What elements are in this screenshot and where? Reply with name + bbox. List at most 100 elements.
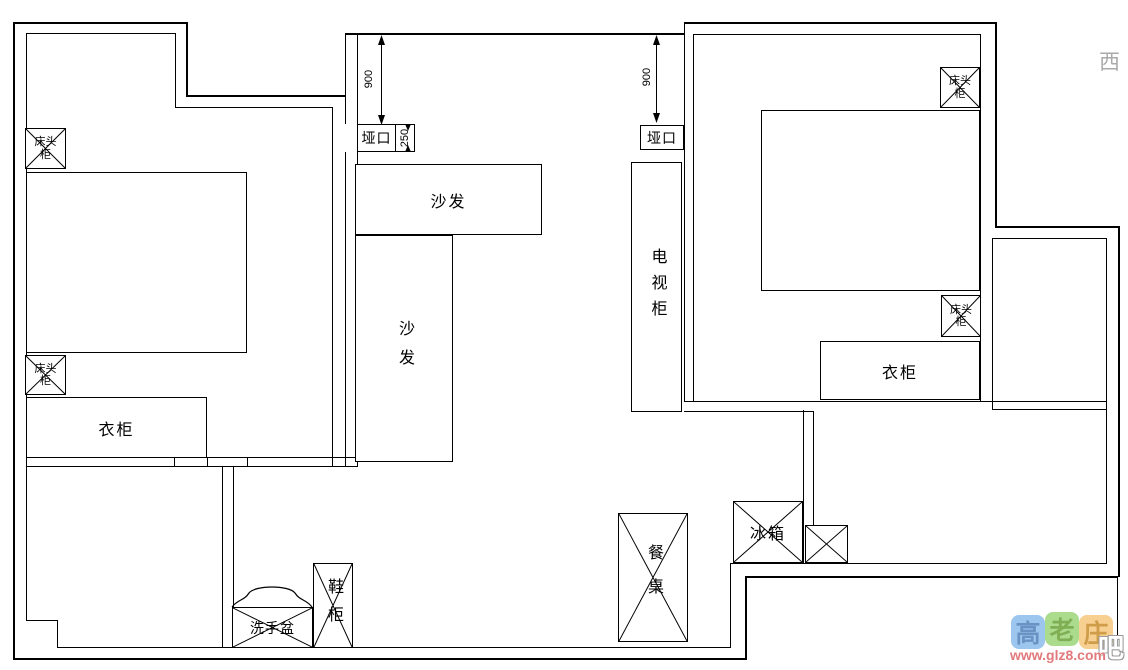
bedside-cabinet-label: 柜: [954, 87, 966, 100]
x-cross-icon: [941, 68, 979, 107]
bedside-cabinet: 床头 柜: [25, 355, 66, 395]
opening-depth-box: [395, 124, 415, 152]
wall-segment: [13, 22, 15, 660]
wall-segment: [345, 33, 346, 124]
site-badge-char: 庄: [1083, 619, 1109, 648]
x-cross-icon: [806, 526, 847, 562]
wardrobe-label: 衣柜: [98, 421, 135, 439]
sofa-vertical: 沙发: [355, 235, 453, 462]
wall-segment: [730, 563, 1106, 564]
tv-cabinet-label: 电视柜: [648, 248, 666, 326]
wall-segment: [684, 22, 685, 402]
wall-segment: [13, 658, 747, 660]
wall-segment: [992, 409, 1106, 410]
shoe-cabinet-label: 鞋柜: [325, 577, 342, 634]
wall-segment: [980, 34, 981, 402]
fridge: 冰箱: [733, 501, 803, 563]
dimension-value: 900: [641, 67, 653, 87]
dimension-value: 900: [363, 69, 375, 89]
opening-label-box: 垭口: [357, 124, 396, 152]
wall-segment: [222, 466, 223, 648]
wall-segment: [992, 238, 993, 410]
wall-segment: [345, 152, 346, 467]
wall-segment: [693, 34, 980, 35]
x-cross-icon: [26, 129, 65, 168]
wall-segment: [345, 33, 685, 35]
wall-segment: [995, 22, 997, 228]
wall-segment: [26, 466, 357, 467]
wall-segment: [745, 576, 1118, 578]
shoe-cabinet: 鞋柜: [313, 563, 353, 648]
fridge-label: 冰箱: [749, 526, 786, 543]
wall-segment: [233, 466, 234, 648]
wardrobe-label: 衣柜: [881, 364, 918, 382]
bed-outline: [26, 172, 247, 353]
wash-basin-bowl-outline: [231, 586, 313, 608]
wall-segment: [995, 226, 1118, 228]
wardrobe: 衣柜: [820, 341, 980, 400]
compass-west-watermark: 西: [1099, 50, 1120, 74]
bedside-cabinet: 床头 柜: [941, 295, 981, 337]
bedside-cabinet-label: 床头: [34, 136, 57, 149]
site-url-watermark: www.glz8.com: [1010, 647, 1106, 663]
bedside-cabinet-label: 柜: [955, 316, 967, 328]
wall-segment: [357, 33, 358, 124]
x-cross-icon: [619, 514, 687, 641]
site-badge-square-green: 老: [1045, 612, 1079, 646]
sofa-horizontal: 沙发: [355, 164, 542, 235]
dining-table: 餐桌: [618, 513, 688, 642]
x-cross-icon: [233, 608, 312, 647]
wall-segment: [186, 95, 346, 97]
site-badge-square-orange: 庄: [1079, 615, 1113, 649]
site-badge-square-blue: 高: [1011, 615, 1045, 649]
site-badge-char: 高: [1015, 619, 1041, 648]
wall-segment: [992, 238, 1106, 239]
wardrobe: 衣柜: [26, 397, 207, 458]
x-cross-icon: [26, 356, 65, 394]
wall-segment: [57, 620, 58, 648]
wall-segment: [684, 401, 1106, 402]
wall-segment: [26, 33, 175, 34]
wall-segment: [13, 22, 188, 24]
wall-segment: [745, 576, 747, 660]
bedside-cabinet-label: 床头: [949, 75, 971, 88]
tv-cabinet: 电视柜: [631, 162, 682, 412]
dining-table-label: 餐桌: [645, 543, 662, 612]
wall-segment: [684, 411, 813, 412]
wall-segment: [175, 107, 333, 108]
wall-segment: [803, 410, 804, 564]
dimension-line: [378, 35, 385, 125]
sofa-label: 沙发: [430, 193, 467, 211]
bedside-cabinet: 床头 柜: [25, 128, 66, 169]
opening-label: 垭口: [361, 130, 392, 146]
wash-basin-label: 洗手盆: [250, 619, 295, 636]
wall-segment: [186, 22, 188, 97]
wall-segment: [684, 22, 995, 24]
wall-segment: [730, 563, 731, 648]
wall-segment: [1117, 577, 1118, 650]
opening-label-box: 垭口: [640, 125, 684, 150]
wall-tick: [247, 457, 248, 467]
wall-segment: [1118, 226, 1120, 577]
bedside-cabinet-label: 柜: [40, 148, 51, 161]
bedside-cabinet-label: 床头: [34, 362, 57, 375]
bedside-cabinet: 床头 柜: [940, 67, 980, 108]
site-badge-suffix: 吧: [1098, 634, 1125, 664]
wall-segment: [332, 107, 333, 467]
wall-tick: [207, 457, 208, 467]
bed-outline: [761, 110, 980, 291]
wash-basin: 洗手盆: [232, 607, 313, 648]
wall-tick: [174, 457, 175, 467]
wall-segment: [175, 33, 176, 108]
cabinet-block: [805, 525, 848, 563]
sofa-label: 沙发: [396, 319, 413, 378]
opening-label: 垭口: [647, 129, 677, 146]
x-cross-icon: [734, 502, 802, 562]
wall-segment: [57, 647, 731, 648]
bedside-cabinet-label: 柜: [40, 375, 51, 387]
x-cross-icon: [314, 564, 352, 647]
wall-segment: [26, 620, 57, 621]
wall-segment: [813, 411, 814, 564]
dimension-arrows: [405, 124, 411, 152]
